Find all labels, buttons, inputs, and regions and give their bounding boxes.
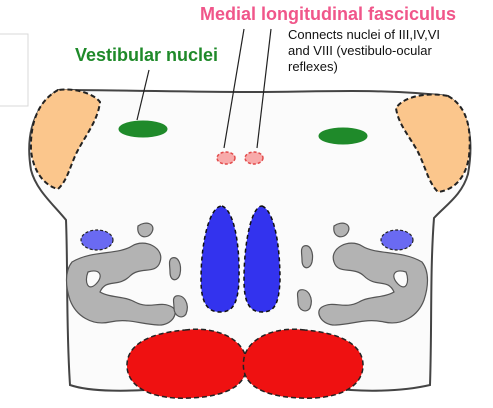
right-mlf <box>244 151 264 165</box>
right-gray-olive <box>318 242 429 326</box>
left-blue-tract <box>200 205 240 313</box>
left-frame-box <box>0 33 29 107</box>
right-gray-small-nucleus <box>300 245 314 269</box>
right-blue-tract <box>243 205 281 313</box>
mlf-caption-line-1: Connects nuclei of III,IV,VI <box>288 27 440 42</box>
left-gray-stripe <box>172 295 188 318</box>
left-gray-accessory-olive <box>137 222 154 238</box>
left-small-blue-nucleus <box>80 229 114 251</box>
mlf-pointer-line-right <box>256 28 272 149</box>
mlf-pointer-line-left <box>223 28 245 149</box>
vestibular-pointer-line <box>136 69 150 121</box>
left-red-pyramid <box>126 328 248 399</box>
left-vestibular-nucleus <box>118 120 168 138</box>
vestibular-nuclei-title: Vestibular nuclei <box>75 45 219 65</box>
left-mlf <box>216 151 236 165</box>
right-tan-region <box>394 93 471 194</box>
right-gray-stripe <box>296 289 312 312</box>
left-tan-region <box>29 88 102 191</box>
right-red-pyramid <box>242 328 364 399</box>
right-small-blue-nucleus <box>380 229 414 251</box>
mlf-caption-line-2: and VIII (vestibulo-ocular <box>288 43 432 58</box>
mlf-caption-line-3: reflexes) <box>288 59 338 74</box>
left-gray-small-nucleus <box>168 257 182 281</box>
right-vestibular-nucleus <box>318 127 368 145</box>
left-gray-olive <box>65 242 176 326</box>
right-gray-accessory-olive <box>333 222 350 238</box>
mlf-caption: Connects nuclei of III,IV,VI and VIII (v… <box>288 27 440 75</box>
mlf-title: Medial longitudinal fasciculus <box>200 4 457 24</box>
